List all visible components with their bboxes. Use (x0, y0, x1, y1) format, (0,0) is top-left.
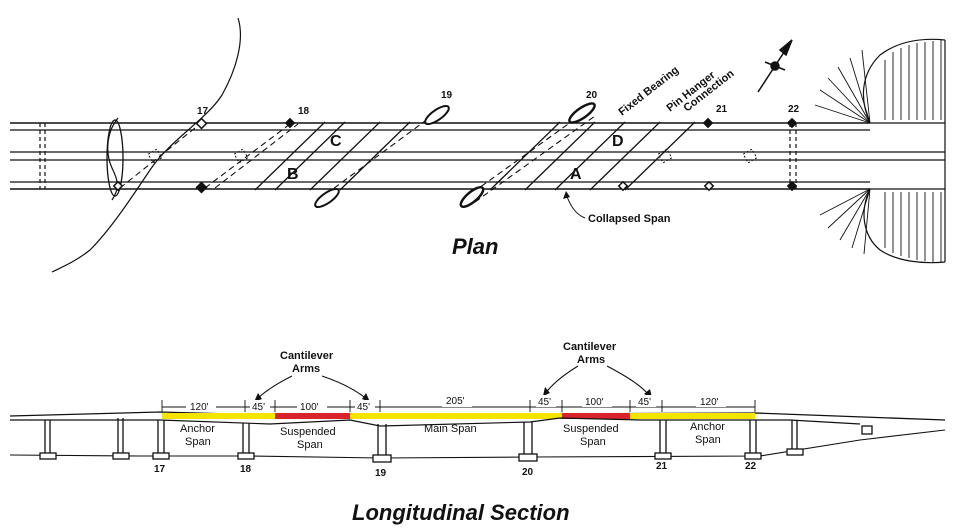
cantilever-label-left: Cantilever (280, 350, 334, 362)
bearings (112, 117, 798, 194)
anchor-span-left-1: Anchor (180, 423, 215, 435)
pier-20-footing (568, 102, 596, 124)
highlight-suspended-right (562, 413, 630, 419)
river-bank-line (51, 17, 241, 273)
dim-45-c: 45' (538, 397, 551, 408)
section-pier-22: 22 (745, 461, 757, 472)
section-piers (44, 418, 798, 458)
plan-pier-19: 19 (441, 90, 453, 101)
suspended-span-left-2: Span (297, 439, 323, 451)
dashed-pier-lines (119, 109, 596, 203)
collapsed-span-label: Collapsed Span (588, 213, 671, 225)
pier-footings (39, 425, 873, 463)
section-pier-20: 20 (522, 467, 534, 478)
plan-pier-22: 22 (788, 104, 800, 115)
suspended-span-right-2: Span (580, 436, 606, 448)
highlight-anchor-left (162, 413, 275, 419)
abutment-hatching (814, 40, 942, 262)
suspended-span-right-1: Suspended (563, 423, 619, 435)
dim-120-left: 120' (190, 402, 209, 413)
anchor-span-right-2: Span (695, 434, 721, 446)
main-span-label: Main Span (424, 423, 477, 435)
span-letter-d: D (612, 133, 624, 150)
arms-label-right: Arms (577, 354, 605, 366)
pier-19-footing-low (314, 187, 340, 209)
section-pier-18: 18 (240, 464, 252, 475)
dim-205: 205' (446, 396, 465, 407)
section-deck (159, 417, 861, 427)
plan-view: 17 18 19 20 21 22 B C A D Fixed Bearing … (10, 17, 946, 273)
deck-markers (147, 148, 758, 164)
north-arrow-icon (757, 39, 793, 93)
ground-line (9, 429, 946, 459)
highlight-main (350, 413, 562, 419)
east-abutment (862, 38, 946, 264)
plan-pier-21: 21 (716, 104, 728, 115)
section-pier-21: 21 (656, 461, 668, 472)
pier-19-footing (424, 104, 450, 126)
section-view: Cantilever Arms Cantilever Arms (9, 341, 946, 525)
dim-100-right: 100' (585, 397, 604, 408)
plan-pier-18: 18 (298, 106, 310, 117)
dim-100-left: 100' (300, 402, 319, 413)
plan-pier-20: 20 (586, 90, 598, 101)
suspended-span-left-1: Suspended (280, 426, 336, 438)
dim-45-d: 45' (638, 397, 651, 408)
anchor-span-right-1: Anchor (690, 421, 725, 433)
arms-label-left: Arms (292, 363, 320, 375)
dim-45-a: 45' (252, 402, 265, 413)
dim-45-b: 45' (357, 402, 370, 413)
anchor-span-left-2: Span (185, 436, 211, 448)
section-pier-19: 19 (375, 468, 387, 479)
pier-17-bent (106, 119, 124, 197)
dim-120-right: 120' (700, 397, 719, 408)
highlight-suspended-left (275, 413, 350, 419)
plan-pier-17: 17 (197, 106, 209, 117)
dimension-labels: 120' 45' 100' 45' 205' 45' 100' 45' 120' (186, 395, 726, 413)
cantilever-label-right: Cantilever (563, 341, 617, 353)
span-diagonals (254, 121, 696, 191)
span-letter-b: B (287, 166, 299, 183)
highlight-anchor-right (630, 413, 755, 419)
collapsed-span-leader (565, 193, 586, 219)
section-title: Longitudinal Section (352, 500, 570, 525)
section-pier-17: 17 (154, 464, 166, 475)
pier-20-footing-low (459, 185, 485, 209)
span-letter-a: A (570, 166, 582, 183)
plan-title: Plan (452, 234, 498, 259)
span-letter-c: C (330, 133, 342, 150)
